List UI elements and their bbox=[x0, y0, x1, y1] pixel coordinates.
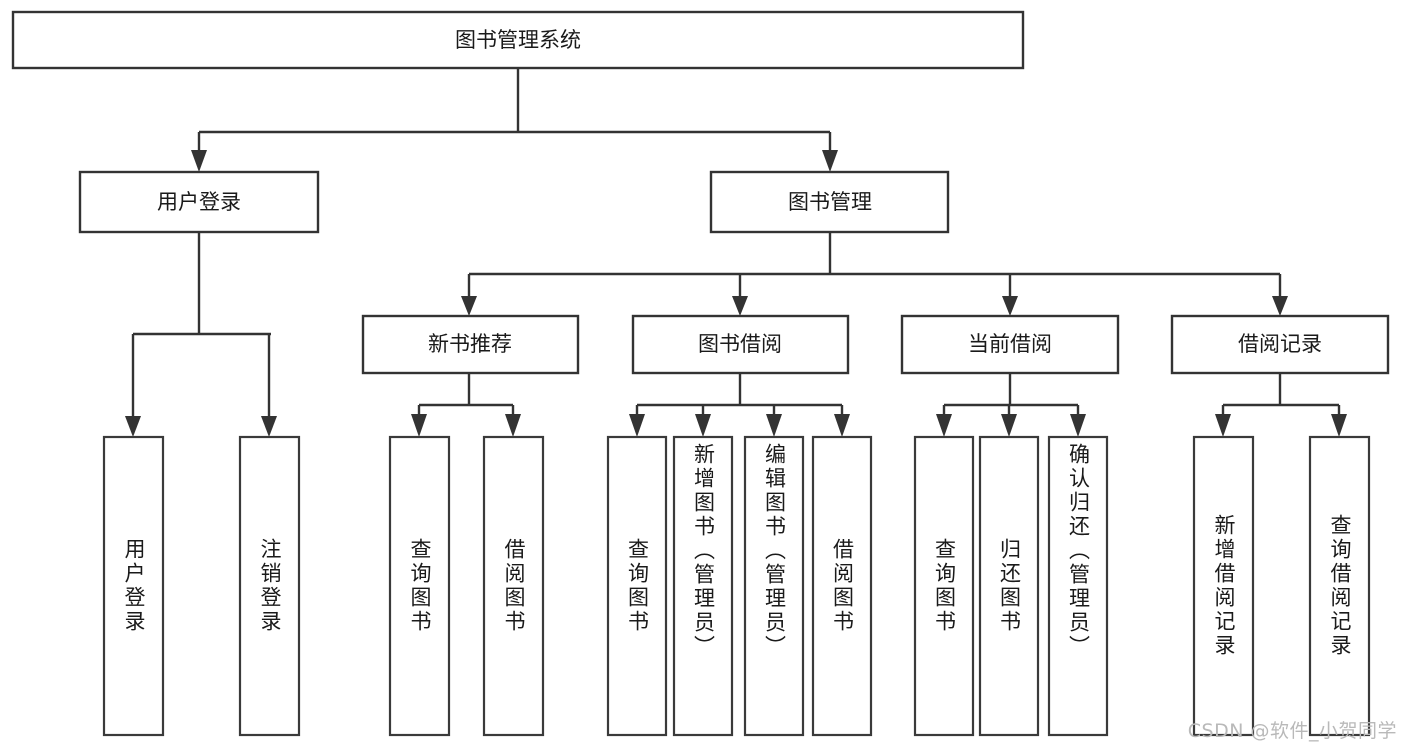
leaf-bb-add-book-box[interactable] bbox=[672, 435, 734, 737]
node-book-mgmt-box[interactable] bbox=[709, 170, 950, 234]
leaf-br-query-record-box[interactable] bbox=[1308, 435, 1371, 737]
node-book-mgmt-label: 图书管理 bbox=[788, 190, 872, 214]
arrowhead-br-leaf-1 bbox=[1215, 414, 1231, 437]
leaf-br-add-record-box[interactable] bbox=[1192, 435, 1255, 737]
edge-group-book-mgmt-to-level3 bbox=[461, 232, 1288, 316]
arrowhead-leaf-logout bbox=[261, 416, 277, 437]
arrowhead-new-book-recommend bbox=[461, 296, 477, 316]
arrowhead-user-login bbox=[191, 150, 207, 172]
node-user-login-box[interactable] bbox=[78, 170, 320, 234]
arrowhead-bb-leaf-1 bbox=[629, 414, 645, 437]
leaf-cb-confirm-return-box[interactable] bbox=[1047, 435, 1109, 737]
arrowhead-cb-leaf-3 bbox=[1070, 414, 1086, 437]
edge-group-new-book-to-leaves bbox=[411, 373, 521, 437]
leaf-bb-edit-book-box[interactable] bbox=[743, 435, 805, 737]
node-book-borrow-label: 图书借阅 bbox=[698, 332, 782, 356]
node-borrow-record-box[interactable] bbox=[1170, 314, 1390, 375]
node-root-label: 图书管理系统 bbox=[455, 28, 581, 52]
arrowhead-nb-leaf-1 bbox=[411, 414, 427, 437]
leaf-cb-return-book-box[interactable] bbox=[978, 435, 1040, 737]
node-book-borrow-box[interactable] bbox=[631, 314, 850, 375]
arrowhead-leaf-user-login bbox=[125, 416, 141, 437]
node-current-borrow-label: 当前借阅 bbox=[968, 332, 1052, 356]
arrowhead-nb-leaf-2 bbox=[505, 414, 521, 437]
arrowhead-bb-leaf-2 bbox=[695, 414, 711, 437]
arrowhead-current-borrow bbox=[1002, 296, 1018, 316]
leaf-cb-query-book-box[interactable] bbox=[913, 435, 975, 737]
arrowhead-br-leaf-2 bbox=[1331, 414, 1347, 437]
edge-group-user-login-to-leaves bbox=[125, 232, 277, 437]
leaf-bb-query-book-box[interactable] bbox=[606, 435, 668, 737]
node-user-login-label: 用户登录 bbox=[157, 190, 241, 214]
arrowhead-book-borrow bbox=[732, 296, 748, 316]
leaf-user-login-box[interactable] bbox=[102, 435, 165, 737]
arrowhead-book-mgmt bbox=[822, 150, 838, 172]
edge-group-root-to-level2 bbox=[191, 68, 838, 172]
edge-group-borrow-record-to-leaves bbox=[1215, 373, 1347, 437]
leaf-nb-borrow-book-box[interactable] bbox=[482, 435, 545, 737]
watermark-text: CSDN @软件_小贺同学 bbox=[1187, 720, 1397, 742]
node-current-borrow-box[interactable] bbox=[900, 314, 1120, 375]
edge-group-current-borrow-to-leaves bbox=[936, 373, 1086, 437]
leaf-logout-box[interactable] bbox=[238, 435, 301, 737]
arrowhead-bb-leaf-3 bbox=[766, 414, 782, 437]
arrowhead-cb-leaf-1 bbox=[936, 414, 952, 437]
node-new-book-recommend-box[interactable] bbox=[361, 314, 580, 375]
arrowhead-bb-leaf-4 bbox=[834, 414, 850, 437]
node-borrow-record-label: 借阅记录 bbox=[1238, 332, 1322, 356]
arrowhead-borrow-record bbox=[1272, 296, 1288, 316]
arrowhead-cb-leaf-2 bbox=[1001, 414, 1017, 437]
leaf-bb-borrow-book-box[interactable] bbox=[811, 435, 873, 737]
node-root-box[interactable] bbox=[11, 10, 1025, 70]
edge-group-book-borrow-to-leaves bbox=[629, 373, 850, 437]
leaf-nb-query-book-box[interactable] bbox=[388, 435, 451, 737]
node-new-book-recommend-label: 新书推荐 bbox=[428, 332, 512, 356]
